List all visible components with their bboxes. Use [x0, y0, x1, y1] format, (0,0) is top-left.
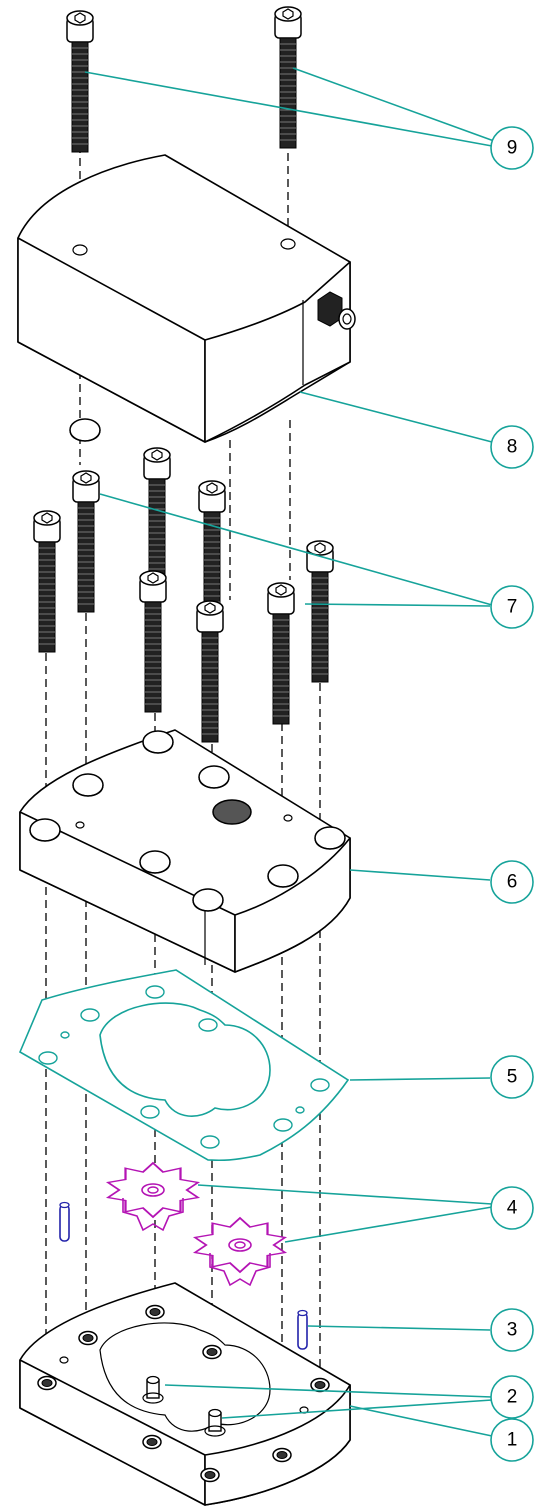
dowel-pins [59, 1201, 308, 1350]
svg-text:7: 7 [507, 597, 518, 618]
svg-text:6: 6 [507, 872, 518, 893]
leader-lines [84, 67, 495, 1437]
cover-block [17, 154, 356, 443]
callout-2: 2 [490, 1375, 534, 1419]
gasket [18, 969, 350, 1162]
callout-4: 4 [490, 1186, 534, 1230]
svg-text:3: 3 [507, 1320, 518, 1341]
callout-3: 3 [490, 1308, 534, 1352]
callout-1: 1 [490, 1418, 534, 1462]
svg-text:8: 8 [507, 437, 518, 458]
svg-text:4: 4 [507, 1198, 518, 1219]
svg-text:1: 1 [507, 1430, 518, 1451]
pump-body [19, 1282, 351, 1506]
svg-text:2: 2 [507, 1387, 518, 1408]
gears [107, 1162, 286, 1286]
callout-8: 8 [490, 425, 534, 469]
svg-text:5: 5 [507, 1067, 518, 1088]
callout-5: 5 [490, 1055, 534, 1099]
svg-text:9: 9 [507, 138, 518, 159]
top-screws [66, 6, 302, 153]
callout-6: 6 [490, 860, 534, 904]
callout-7: 7 [490, 585, 534, 629]
callout-9: 9 [490, 126, 534, 170]
middle-screws [33, 447, 334, 743]
cover-plate [19, 418, 351, 973]
